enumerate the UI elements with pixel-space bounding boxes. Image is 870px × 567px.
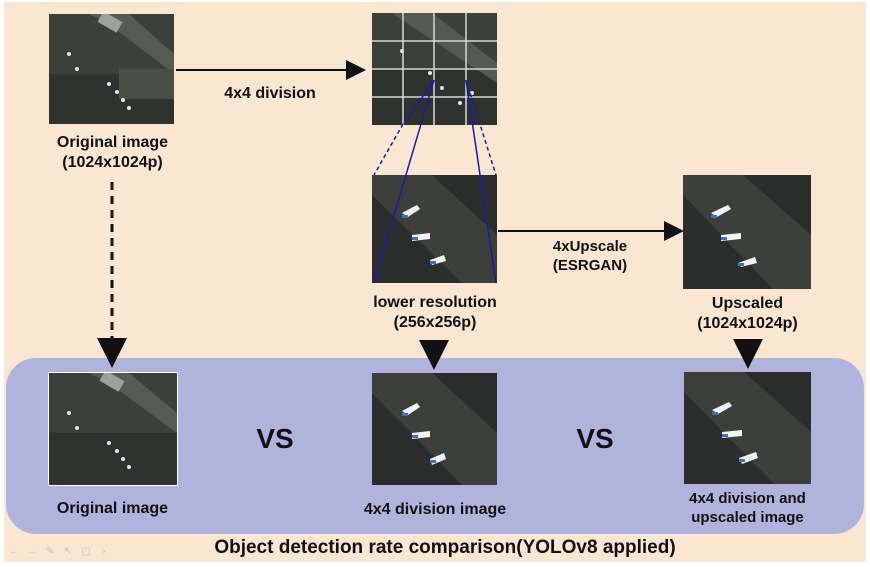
upscaled-image-bottom-label: 4x4 division and upscaled image [689,490,806,526]
slides-icon[interactable]: ▢ [81,545,91,557]
division-arrow-label: 4x4 division [224,85,316,102]
upscale-arrow-label: 4xUpscale (ESRGAN) [552,238,628,274]
upscaled-image-comparison [684,372,811,484]
original-image-bottom-label: Original image [56,500,169,517]
more-icon[interactable]: › [102,545,106,557]
forward-icon[interactable]: → [27,545,37,557]
slideshow-toolbar: ← → ✎ ↖ ▢ › [8,544,110,558]
original-image-label: Original image (1024x1024p) [56,134,169,171]
lower-resolution-label: lower resolution (256x256p) [373,294,497,331]
lower-resolution-tile [372,175,497,283]
original-image-comparison [48,372,178,486]
grid-divided-image [372,13,497,125]
original-aerial-image [49,14,174,124]
vs-left-label: VS [256,423,294,454]
pen-icon[interactable]: ✎ [45,545,55,557]
division-image-bottom-label: 4x4 division image [363,501,507,518]
caption: Object detection rate comparison(YOLOv8 … [214,537,676,558]
pointer-icon[interactable]: ↖ [63,545,73,557]
vs-right-label: VS [576,423,614,454]
division-image-comparison [372,373,497,485]
upscaled-label: Upscaled (1024x1024p) [697,295,798,332]
back-icon[interactable]: ← [9,545,19,557]
upscaled-tile [683,175,811,289]
